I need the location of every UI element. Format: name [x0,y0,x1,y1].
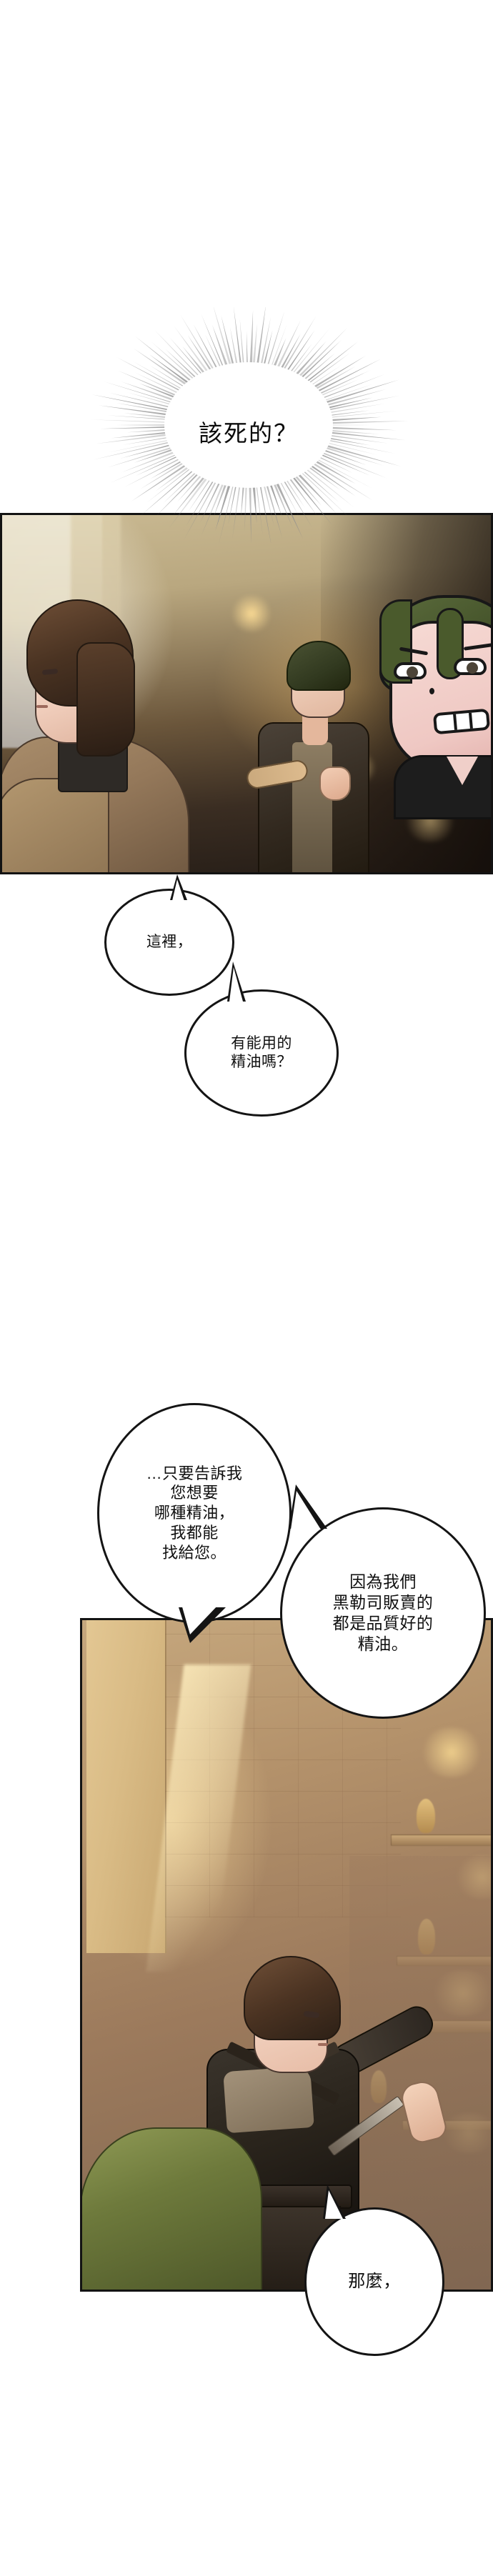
speech-bubble-oil-question: 有能用的 精油嗎？ [184,989,339,1117]
panel2-figure-green-hair [82,2127,262,2290]
panel1-figure-right-pupil-right [467,662,478,674]
shout-bubble-text: 該死的？ [199,421,299,447]
speech-bubble-oil-question-text: 有能用的 精油嗎？ [231,1034,292,1070]
speech-bubble-here-tail-fill [172,879,184,901]
shout-bubble: 該死的？ [84,307,413,543]
speech-bubble-because-we: 因為我們 黑勒司販賣的 都是品質好的 精油。 [280,1507,486,1719]
speech-bubble-because-we-text: 因為我們 黑勒司販賣的 都是品質好的 精油。 [332,1572,434,1653]
starburst-rays-icon [90,307,408,543]
panel1-figure-right-collar-v [447,757,478,785]
panel2-vase-1 [417,1799,435,1833]
speech-bubble-so-then: 那麼， [304,2207,444,2356]
panel2-figure-main-hair [244,1956,341,2040]
panel2-figure-main-lip [318,2043,328,2046]
panel1-figure-left-lip [36,705,48,708]
speech-bubble-here: 這裡， [104,889,234,996]
panel1-figure-right-tooth-1 [453,714,457,730]
speech-bubble-oil-question-tail-fill [229,967,243,1002]
speech-bubble-just-tell-me-tail-fill [181,1604,219,1634]
panel1-figure-right-mole [429,688,434,694]
speech-bubble-here-text: 這裡， [146,933,193,950]
panel1-figure-left-hood-fold [2,778,109,872]
speech-bubble-just-tell-me-text: …只要告訴我 您想要 哪種精油， 我都能 找給您。 [146,1464,243,1562]
panel1-lamp-1 [229,595,274,632]
panel1-figure-left-hair-back [76,642,135,757]
panel1-figure-mid-hand [319,767,351,801]
speech-bubble-so-then-tail-fill [325,2190,343,2219]
panel2-glow-1 [419,1727,484,1777]
panel2-shelf-1 [391,1834,491,1846]
panel2-pillar [86,1620,166,1953]
panel1-figure-right-pupil-left [407,667,418,678]
comic-panel-1 [0,513,493,874]
speech-bubble-so-then-text: 那麼， [348,2271,401,2291]
panel1-figure-mid-hair [287,641,351,691]
speech-bubble-because-we-tail-fill [291,1491,321,1529]
panel2-figure-main-scarf [223,2065,314,2134]
comic-panel-2 [80,1618,493,2292]
panel1-figure-right-tooth-2 [468,712,473,729]
speech-bubble-just-tell-me: …只要告訴我 您想要 哪種精油， 我都能 找給您。 [97,1403,292,1623]
panel1-figure-right-collar [394,755,491,819]
